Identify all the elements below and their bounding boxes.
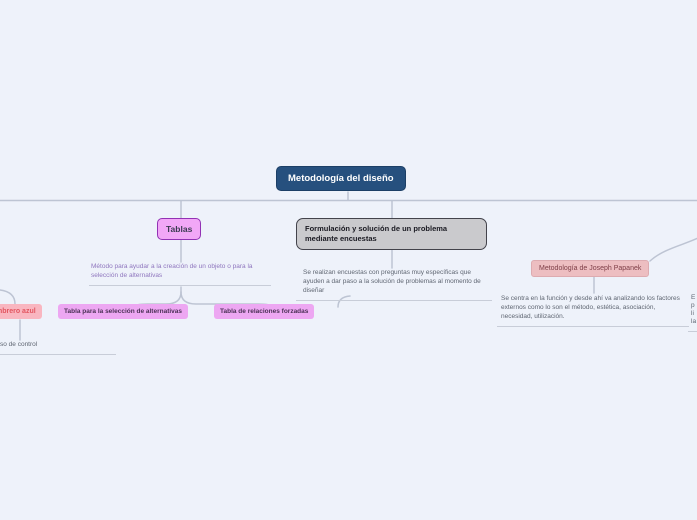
clipped-left-description-text[interactable]: so de control [0,340,116,355]
clipped-right-text-block[interactable]: E p li la [688,294,697,332]
branch-node-tablas[interactable]: Tablas [157,218,202,240]
tablas-description-text[interactable]: Método para ayudar a la creación de un o… [89,262,271,286]
clipped-right-line-4: la [691,318,697,325]
clipped-left-node-mbrero-azul[interactable]: mbrero azul [0,304,42,319]
papanek-description-text[interactable]: Se centra en la función y desde ahí va a… [497,294,689,327]
clipped-right-line-3: li [691,310,694,317]
connector-curve-to-papanek [649,237,697,262]
child-node-tabla-relaciones-forzadas[interactable]: Tabla de relaciones forzadas [214,304,315,319]
connector-fragment-right [337,295,351,308]
branch-node-metodologia-joseph-papanek[interactable]: Metodología de Joseph Papanek [531,260,650,277]
branch-node-formulacion-encuestas[interactable]: Formulación y solución de un problema me… [296,218,487,250]
clipped-right-line-2: p [691,302,695,309]
encuestas-description-text[interactable]: Se realizan encuestas con preguntas muy … [296,268,492,301]
connector-pink-node-parent [0,289,16,305]
clipped-right-line-1: E [691,294,696,301]
child-node-tabla-seleccion-alternativas[interactable]: Tabla para la selección de alternativas [58,304,189,319]
root-node-metodologia-del-diseno[interactable]: Metodología del diseño [276,166,406,191]
